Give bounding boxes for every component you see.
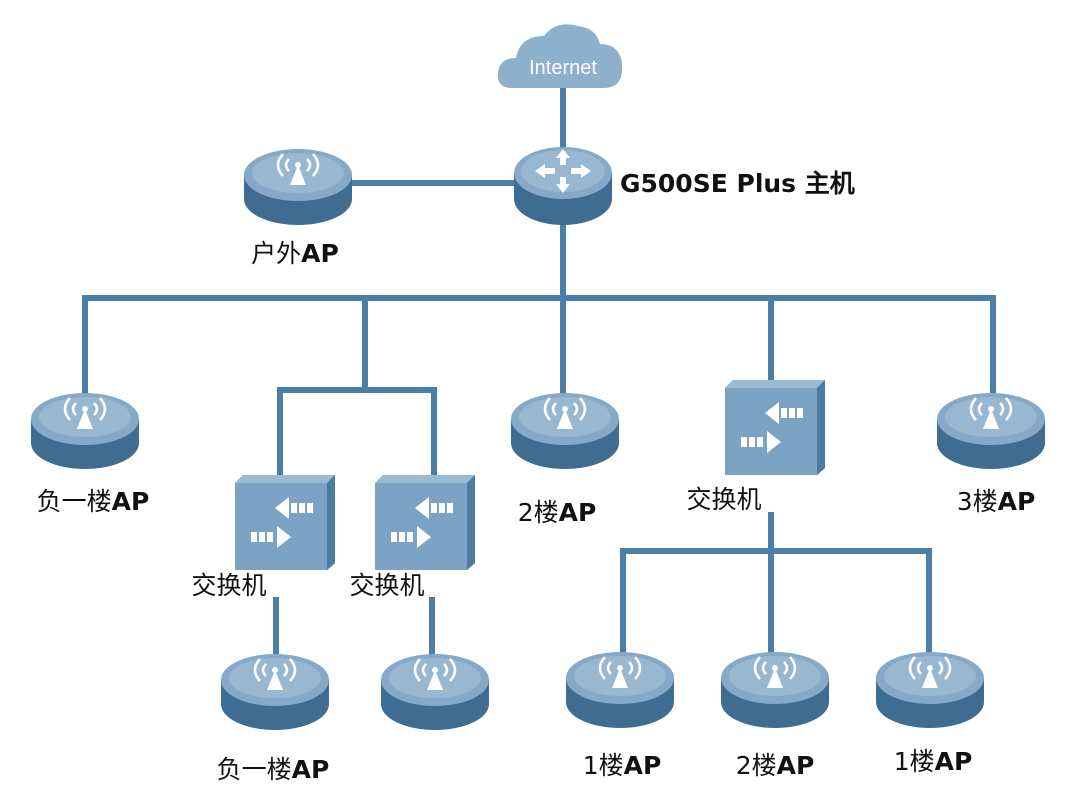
floor2-ap-label: 2楼AP	[518, 498, 597, 527]
switch-icon	[375, 475, 475, 570]
router-node: G500SE Plus 主机	[514, 147, 855, 225]
switch-left-a-label: 交换机	[191, 571, 266, 600]
access-point-icon	[509, 391, 621, 471]
sub-ap-3-node: 1楼AP	[874, 650, 986, 776]
cloud-icon	[497, 24, 623, 88]
basement-ap-label: 负一楼AP	[37, 487, 150, 516]
basement-ap-node: 负一楼AP	[29, 391, 150, 516]
switch-icon	[725, 380, 825, 475]
basement-ap-2-label: 负一楼AP	[217, 755, 330, 784]
access-point-icon	[564, 650, 676, 730]
outdoor-ap-node: 户外AP	[242, 147, 354, 268]
switch-right-label: 交换机	[686, 485, 761, 514]
sub-ap-2-label: 2楼AP	[736, 751, 815, 780]
floor3-ap-label: 3楼AP	[957, 487, 1036, 516]
switch-left-b-label: 交换机	[349, 571, 424, 600]
cloud-label: Internet	[529, 57, 597, 79]
switch-left-a-node: 交换机	[191, 475, 335, 600]
floor3-ap-node: 3楼AP	[935, 391, 1047, 516]
sub-ap-1-node: 1楼AP	[564, 650, 676, 780]
unlabeled-ap-node	[379, 652, 491, 732]
switch-icon	[235, 475, 335, 570]
access-point-icon	[242, 147, 354, 227]
outdoor-ap-label: 户外AP	[251, 239, 339, 268]
switch-right-node: 交换机	[686, 380, 825, 514]
access-point-icon	[719, 650, 831, 730]
sub-ap-1-label: 1楼AP	[583, 751, 662, 780]
internet-cloud: Internet	[497, 24, 623, 88]
access-point-icon	[379, 652, 491, 732]
access-point-icon	[219, 652, 331, 732]
access-point-icon	[874, 650, 986, 730]
links	[82, 82, 996, 658]
sub-ap-2-node: 2楼AP	[719, 650, 831, 780]
floor2-ap-node: 2楼AP	[509, 391, 621, 527]
basement-ap-2-node: 负一楼AP	[217, 652, 331, 784]
access-point-icon	[935, 391, 1047, 471]
sub-ap-3-label: 1楼AP	[894, 747, 973, 776]
access-point-icon	[29, 391, 141, 471]
router-label: G500SE Plus 主机	[620, 169, 855, 198]
switch-left-b-node: 交换机	[349, 475, 475, 600]
router-icon	[514, 147, 612, 225]
